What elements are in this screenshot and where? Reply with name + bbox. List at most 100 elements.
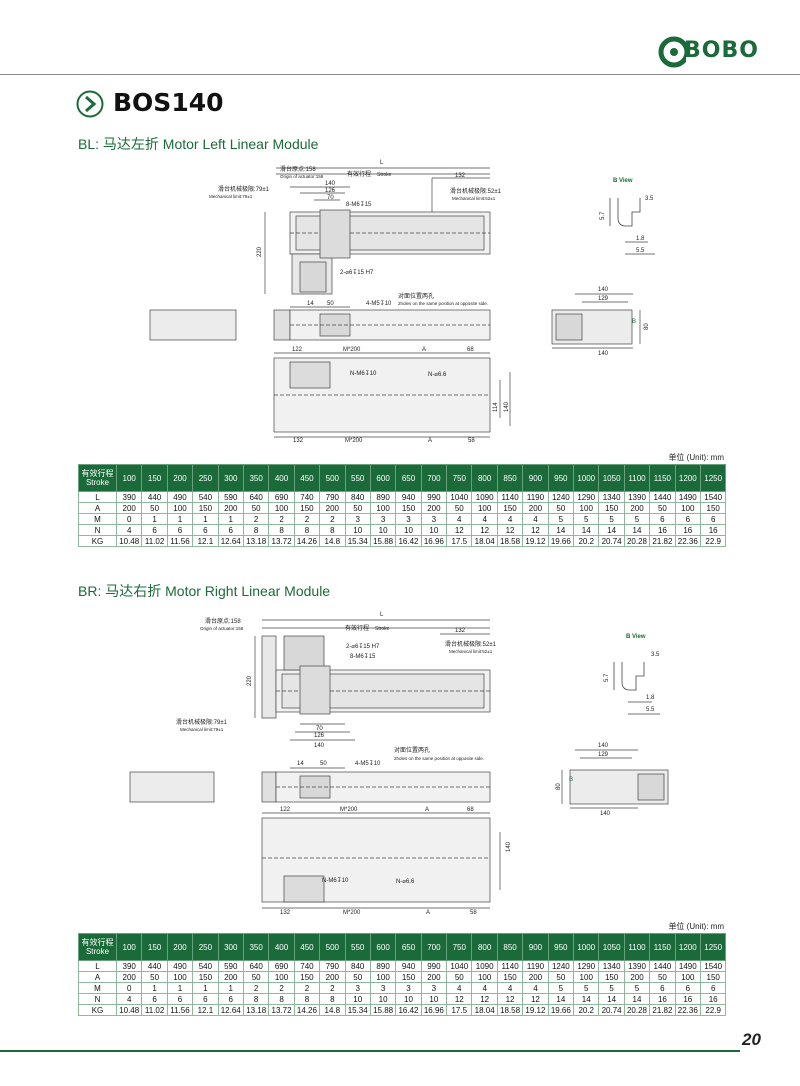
bl-technical-drawing: L 滑台原点:158 Origin of actuator:158 有效行程 S… xyxy=(149,160,655,444)
stroke-col: 950 xyxy=(547,933,575,961)
hole-label: 2-⌀6↧15 H7 xyxy=(346,643,380,650)
table-cell: 1140 xyxy=(496,491,524,503)
table-cell: 3 xyxy=(369,982,397,994)
table-cell: 440 xyxy=(141,491,168,503)
table-cell: 4 xyxy=(115,524,143,536)
table-cell: 1240 xyxy=(547,491,575,503)
table-cell: 50 xyxy=(344,502,371,514)
row-label: L xyxy=(78,491,117,503)
footer-divider xyxy=(0,1050,740,1052)
table-cell: 21.82 xyxy=(649,1004,676,1016)
table-cell: 50 xyxy=(446,502,473,514)
table-cell: 2 xyxy=(268,982,295,994)
br-technical-drawing: L 滑台原点:158 Origin of actuator:158 有效行程 S… xyxy=(129,612,669,916)
table-cell: 1190 xyxy=(522,960,549,972)
table-cell: 5 xyxy=(623,982,651,994)
table-cell: 50 xyxy=(242,971,270,983)
table-cell: 790 xyxy=(319,960,346,972)
stroke-col: 750 xyxy=(446,464,473,492)
table-cell: 20.74 xyxy=(598,535,625,547)
table-cell: 540 xyxy=(192,960,219,972)
table-cell: 1240 xyxy=(547,960,575,972)
dim-70: 70 xyxy=(316,726,323,732)
table-cell: 16 xyxy=(699,993,727,1005)
table-cell: 8 xyxy=(242,993,270,1005)
stroke-col: 100 xyxy=(115,933,143,961)
hole-label: 2-⌀6↧15 H7 xyxy=(340,269,374,276)
dim-122: 122 xyxy=(280,807,291,813)
table-cell: 5 xyxy=(598,982,625,994)
dim-70: 70 xyxy=(327,195,334,201)
table-cell: 6 xyxy=(649,982,676,994)
dim-126: 126 xyxy=(325,188,336,194)
dim-132b: 132 xyxy=(293,438,304,444)
stroke-col: 650 xyxy=(395,464,422,492)
table-cell: 1390 xyxy=(623,491,651,503)
table-cell: 200 xyxy=(319,502,346,514)
table-cell: 1440 xyxy=(649,960,676,972)
stroke-col: 950 xyxy=(547,464,575,492)
dim-3-5: 3.5 xyxy=(645,196,654,202)
table-cell: 890 xyxy=(369,960,397,972)
unit-label: 单位 (Unit): mm xyxy=(668,453,724,462)
table-cell: 100 xyxy=(166,502,194,514)
row-label: M xyxy=(78,513,117,525)
table-cell: 50 xyxy=(649,502,676,514)
stroke-col: 800 xyxy=(471,933,498,961)
table-cell: 14 xyxy=(623,993,651,1005)
table-cell: 3 xyxy=(344,513,371,525)
table-cell: 14.26 xyxy=(293,535,321,547)
table-cell: 3 xyxy=(344,982,371,994)
table-cell: 2 xyxy=(319,513,346,525)
dim-1-8: 1.8 xyxy=(636,236,645,242)
stroke-col: 1150 xyxy=(649,933,676,961)
table-cell: 11.02 xyxy=(141,535,168,547)
table-cell: 12 xyxy=(471,524,498,536)
table-cell: 840 xyxy=(344,491,371,503)
table-cell: 1 xyxy=(166,982,194,994)
table-cell: 10.48 xyxy=(115,535,143,547)
table-cell: 200 xyxy=(319,971,346,983)
dim-3-5: 3.5 xyxy=(651,652,660,658)
stroke-col: 150 xyxy=(141,464,168,492)
stroke-col: 1000 xyxy=(573,464,600,492)
table-cell: 12.1 xyxy=(192,1004,219,1016)
table-cell: 1 xyxy=(217,513,244,525)
table-cell: 150 xyxy=(395,971,422,983)
dim-140: 140 xyxy=(314,743,325,749)
table-cell: 11.56 xyxy=(166,535,194,547)
table-cell: 15.88 xyxy=(369,535,397,547)
table-cell: 6 xyxy=(217,993,244,1005)
table-cell: 16.96 xyxy=(420,1004,448,1016)
table-cell: 1 xyxy=(166,513,194,525)
table-cell: 1 xyxy=(192,513,219,525)
table-cell: 12 xyxy=(496,993,524,1005)
table-cell: 12 xyxy=(446,524,473,536)
origin-cn: 滑台原点:158 xyxy=(205,617,241,625)
table-cell: 20.2 xyxy=(573,1004,600,1016)
stroke-col: 400 xyxy=(268,464,295,492)
table-cell: 2 xyxy=(242,513,270,525)
table-cell: 6 xyxy=(217,524,244,536)
table-cell: 200 xyxy=(115,502,143,514)
table-cell: 8 xyxy=(293,524,321,536)
table-cell: 8 xyxy=(242,524,270,536)
table-cell: 14 xyxy=(547,993,575,1005)
table-cell: 14 xyxy=(573,524,600,536)
table-cell: 20.28 xyxy=(623,1004,651,1016)
dim-140b: 140 xyxy=(506,841,512,852)
stroke-col: 1200 xyxy=(674,464,701,492)
table-cell: 14.8 xyxy=(319,535,346,547)
table-cell: 2 xyxy=(293,982,321,994)
table-cell: 990 xyxy=(420,491,448,503)
table-cell: 690 xyxy=(268,491,295,503)
dim-Ab: A xyxy=(428,438,432,444)
table-cell: 3 xyxy=(369,513,397,525)
mech-right-cn: 滑台机械极限:52±1 xyxy=(450,187,502,195)
table-cell: 1 xyxy=(141,982,168,994)
mech-left-cn: 滑台机械极限:79±1 xyxy=(218,185,270,193)
dim-132: 132 xyxy=(455,628,466,634)
